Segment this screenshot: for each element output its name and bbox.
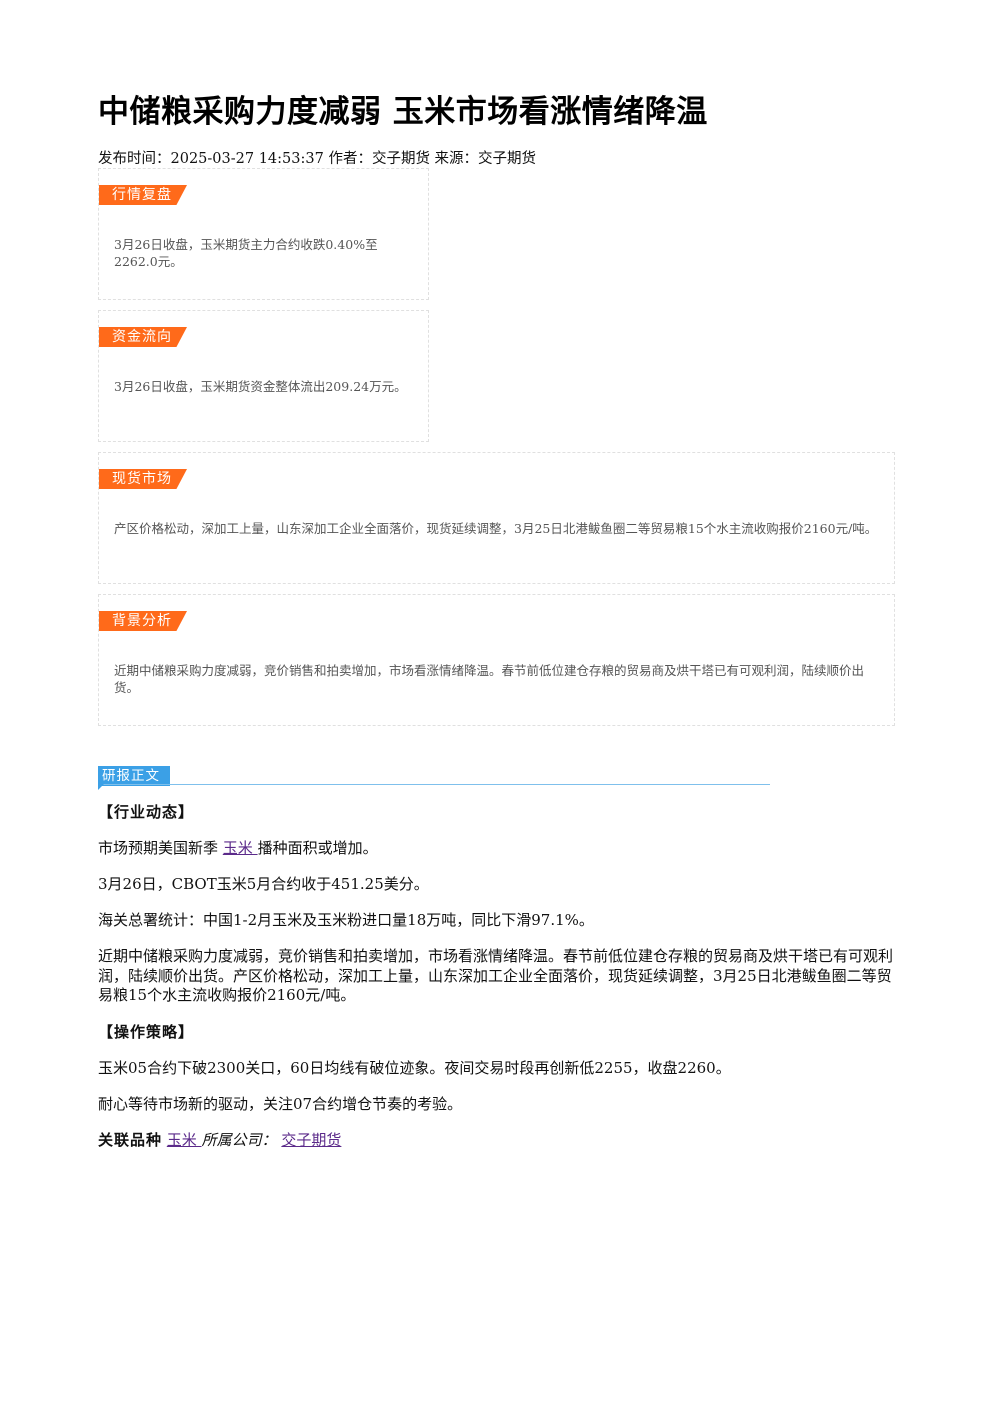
summary-card-background: 背景分析 近期中储粮采购力度减弱，竞价销售和拍卖增加，市场看涨情绪降温。春节前低…	[98, 594, 895, 726]
related-corn-link[interactable]: 玉米	[166, 1131, 202, 1149]
related-label: 关联品种	[98, 1131, 163, 1149]
industry-heading: 【行业动态】	[98, 803, 195, 821]
company-link[interactable]: 交子期货	[281, 1131, 342, 1149]
card-tag: 背景分析	[99, 611, 187, 631]
report-paragraph: 3月26日，CBOT玉米5月合约收于451.25美分。	[98, 875, 429, 893]
paragraph-text: 播种面积或增加。	[257, 839, 378, 857]
paragraph-text: 市场预期美国新季	[98, 839, 223, 857]
report-paragraph: 耐心等待市场新的驱动，关注07合约增仓节奏的考验。	[98, 1095, 463, 1113]
company-label: 所属公司：	[201, 1131, 277, 1149]
card-text: 3月26日收盘，玉米期货资金整体流出209.24万元。	[114, 379, 407, 394]
strategy-heading: 【操作策略】	[98, 1023, 195, 1041]
report-section-tag: 研报正文	[98, 766, 170, 786]
card-tag: 行情复盘	[99, 185, 187, 205]
card-text: 近期中储粮采购力度减弱，竞价销售和拍卖增加，市场看涨情绪降温。春节前低位建仓存粮…	[114, 663, 865, 695]
report-paragraph: 海关总署统计：中国1-2月玉米及玉米粉进口量18万吨，同比下滑97.1%。	[98, 911, 594, 929]
summary-card-fund-flow: 资金流向 3月26日收盘，玉米期货资金整体流出209.24万元。	[98, 310, 429, 442]
report-paragraph: 玉米05合约下破2300关口，60日均线有破位迹象。夜间交易时段再创新低2255…	[98, 1059, 731, 1077]
card-tag: 现货市场	[99, 469, 187, 489]
summary-card-spot-market: 现货市场 产区价格松动，深加工上量，山东深加工企业全面落价，现货延续调整，3月2…	[98, 452, 895, 584]
summary-card-market-review: 行情复盘 3月26日收盘，玉米期货主力合约收跌0.40%至2262.0元。	[98, 168, 429, 300]
corn-link[interactable]: 玉米	[222, 839, 258, 857]
report-paragraph: 近期中储粮采购力度减弱，竞价销售和拍卖增加，市场看涨情绪降温。春节前低位建仓存粮…	[98, 947, 894, 1004]
article-meta: 发布时间：2025-03-27 14:53:37 作者：交子期货 来源：交子期货	[98, 151, 537, 167]
article-title: 中储粮采购力度减弱 玉米市场看涨情绪降温	[98, 94, 708, 130]
related-info: 关联品种 玉米 所属公司： 交子期货	[98, 1131, 894, 1151]
card-text: 产区价格松动，深加工上量，山东深加工企业全面落价，现货延续调整，3月25日北港鲅…	[114, 521, 878, 536]
report-tag-corner	[98, 784, 104, 790]
card-tag: 资金流向	[99, 327, 187, 347]
report-divider	[98, 784, 770, 785]
card-text: 3月26日收盘，玉米期货主力合约收跌0.40%至2262.0元。	[114, 237, 378, 269]
report-paragraph: 市场预期美国新季 玉米 播种面积或增加。	[98, 839, 894, 859]
